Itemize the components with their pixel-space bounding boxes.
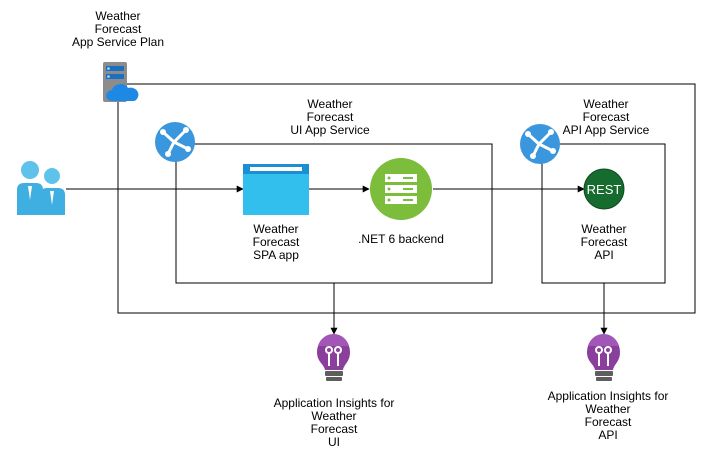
- spa-app-icon: [243, 164, 309, 215]
- backend-label-text: .NET 6 backend: [358, 232, 444, 246]
- user-icon: [17, 161, 65, 215]
- insights-ui-line3: Forecast: [310, 422, 358, 436]
- api-service-label-line2: Forecast: [582, 110, 630, 124]
- spa-label-line2: Forecast: [252, 235, 300, 249]
- insights-api-line2: Weather: [585, 402, 631, 416]
- insights-ui-line1: Application Insights for: [273, 396, 395, 410]
- ui-service-label-line3: UI App Service: [290, 123, 370, 137]
- insights-api-label: Application Insights for Weather Forecas…: [533, 390, 683, 442]
- api-app-service-label: Weather Forecast API App Service: [546, 98, 666, 137]
- insights-ui-line2: Weather: [311, 409, 357, 423]
- insights-ui-label: Application Insights for Weather Forecas…: [259, 397, 409, 449]
- insights-ui-line4: UI: [328, 435, 340, 449]
- api-app-service-boundary: [541, 143, 666, 284]
- plan-label-line3: App Service Plan: [71, 35, 165, 49]
- plan-label-line1: Weather: [95, 9, 141, 23]
- app-service-plan-icon: [103, 62, 139, 102]
- insights-api-line1: Application Insights for: [547, 389, 669, 403]
- spa-label-line1: Weather: [253, 222, 299, 236]
- api-app-service-icon: [520, 124, 560, 164]
- rest-badge-label: REST: [587, 182, 622, 197]
- api-service-label-line3: API App Service: [562, 123, 650, 137]
- app-service-plan-label: Weather Forecast App Service Plan: [56, 10, 180, 49]
- api-label-line1: Weather: [581, 222, 627, 236]
- insights-api-line4: API: [598, 428, 618, 442]
- plan-label-line2: Forecast: [94, 22, 142, 36]
- ui-app-service-icon: [155, 122, 195, 162]
- app-service-plan-boundary: [117, 83, 696, 314]
- api-label-line2: Forecast: [580, 235, 628, 249]
- insights-api-lightbulb-icon: [587, 333, 620, 381]
- api-service-label-line1: Weather: [583, 97, 629, 111]
- ui-app-service-boundary: [175, 143, 493, 284]
- spa-label-line3: SPA app: [253, 248, 299, 262]
- ui-app-service-label: Weather Forecast UI App Service: [270, 98, 390, 137]
- api-label: Weather Forecast API: [564, 223, 644, 262]
- api-label-line3: API: [594, 248, 614, 262]
- server-icon: [370, 158, 432, 220]
- insights-ui-lightbulb-icon: [317, 333, 350, 381]
- backend-label: .NET 6 backend: [346, 233, 456, 246]
- ui-service-label-line1: Weather: [307, 97, 353, 111]
- spa-app-label: Weather Forecast SPA app: [236, 223, 316, 262]
- ui-service-label-line2: Forecast: [306, 110, 354, 124]
- insights-api-line3: Forecast: [584, 415, 632, 429]
- rest-api-icon: REST: [583, 168, 625, 210]
